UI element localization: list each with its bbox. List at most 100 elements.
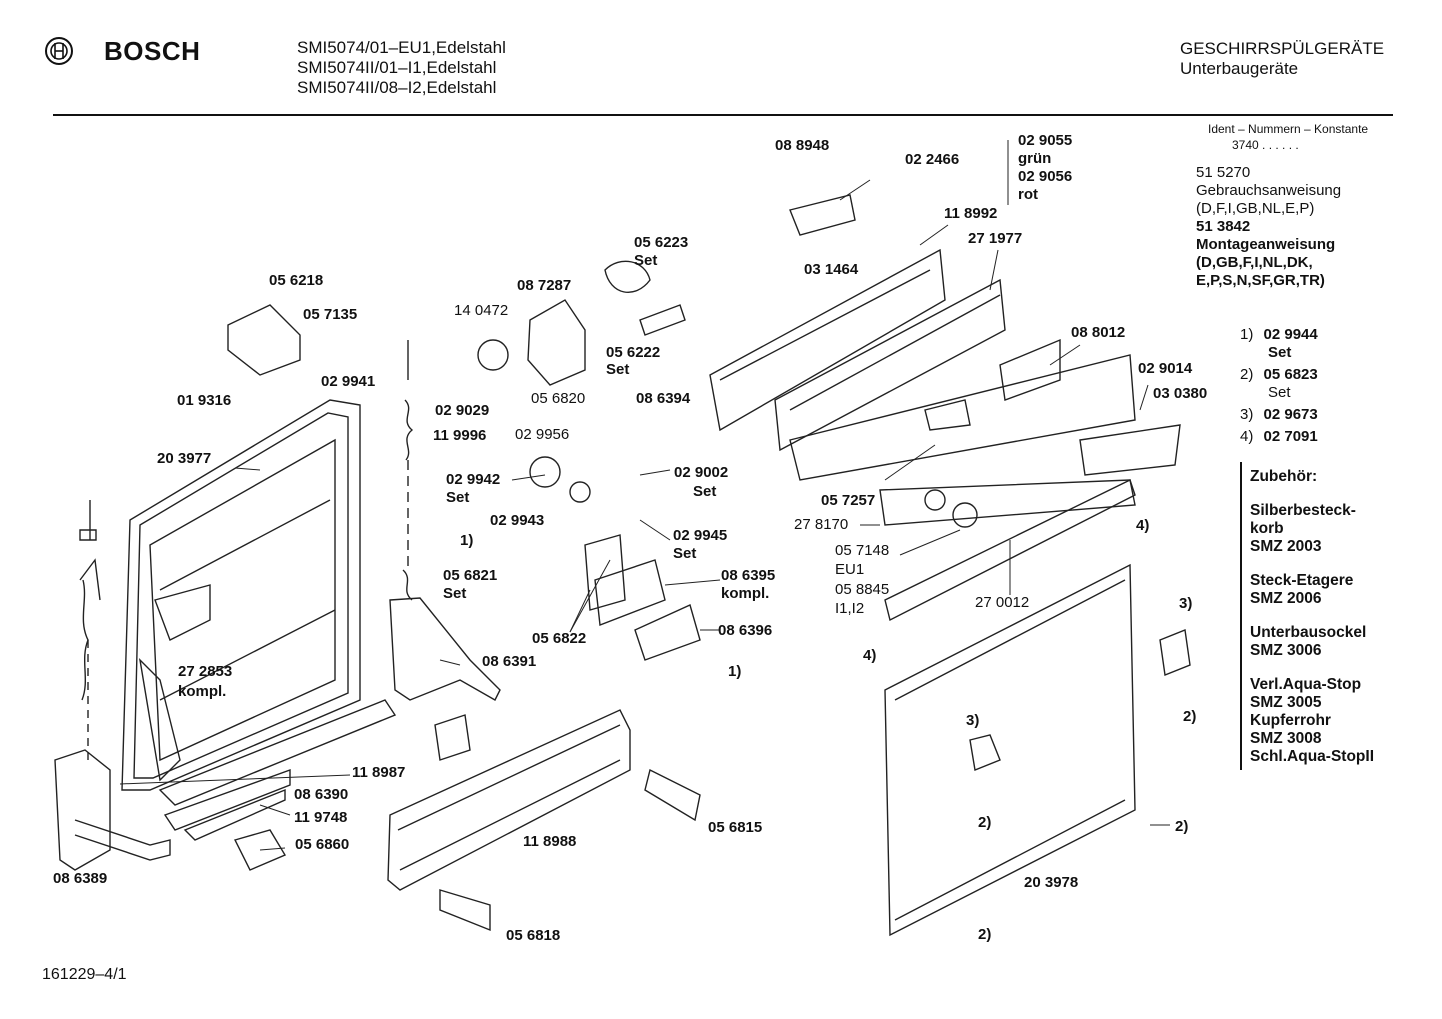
part-label: 02 9002 [674, 464, 729, 481]
part-label: 08 6390 [294, 786, 349, 803]
part-label: 02 9943 [490, 512, 545, 529]
part-label: 11 8992 [944, 205, 998, 222]
accessory-line: Schl.Aqua-StopII [1250, 748, 1374, 765]
part-label: 14 0472 [454, 302, 509, 319]
part-label: 11 9996 [433, 427, 487, 444]
part-label: Set [606, 361, 630, 378]
accessory-line: Steck-Etagere [1250, 572, 1354, 589]
part-label: Set [673, 545, 697, 562]
note-ref: 4) [863, 647, 877, 664]
part-label: Set [446, 489, 470, 506]
note-ref: 1) [460, 532, 474, 549]
part-label: 05 6821 [443, 567, 498, 584]
note-suffix: Set [1268, 344, 1292, 361]
doc-number: 51 3842 [1196, 218, 1251, 235]
note-ref: 2) [1183, 708, 1197, 725]
part-label: kompl. [721, 585, 770, 602]
note-item: 2) 05 6823 Set [1240, 366, 1318, 406]
control-panel [709, 194, 1181, 528]
note-suffix: Set [1268, 384, 1291, 401]
part-label: 05 6218 [269, 272, 324, 289]
doc-langs: E,P,S,N,SF,GR,TR) [1196, 272, 1325, 289]
document-list: 51 5270 Gebrauchsanweisung (D,F,I,GB,NL,… [1196, 164, 1341, 290]
model-list: SMI5074/01–EU1,Edelstahl SMI5074II/01–I1… [297, 38, 506, 98]
doc-name: Montageanweisung [1196, 236, 1336, 253]
brand-name: BOSCH [104, 36, 201, 66]
accessory-item: Steck-Etagere SMZ 2006 [1250, 572, 1374, 608]
dispenser-parts [477, 260, 701, 661]
part-label: 05 7135 [303, 306, 358, 323]
model-line: SMI5074/01–EU1,Edelstahl [297, 38, 506, 57]
note-part: 02 9673 [1263, 406, 1318, 423]
accessory-title: Zubehör: [1250, 468, 1318, 485]
note-number: 3) [1240, 406, 1254, 423]
doc-langs: (D,GB,F,I,NL,DK, [1196, 254, 1313, 271]
part-label: 20 3977 [157, 450, 212, 467]
note-ref: 1) [728, 663, 742, 680]
part-label: 27 0012 [975, 594, 1030, 611]
part-label: 02 9941 [321, 373, 376, 390]
accessory-line: Silberbesteck- [1250, 502, 1356, 519]
part-label: 08 6395 [721, 567, 776, 584]
part-label: 02 9942 [446, 471, 501, 488]
part-label: Set [634, 252, 658, 269]
part-label: 05 6223 [634, 234, 689, 251]
part-label: 05 6815 [708, 819, 763, 836]
springs [402, 340, 414, 601]
part-label: 05 6222 [606, 344, 661, 361]
part-label: 05 7148 [835, 542, 890, 559]
note-ref: 4) [1136, 517, 1150, 534]
part-label: kompl. [178, 683, 227, 700]
category: GESCHIRRSPÜLGERÄTE Unterbaugeräte [1180, 39, 1384, 79]
ident-title: Ident – Nummern – Konstante [1208, 122, 1369, 136]
accessory-item: Verl.Aqua-Stop SMZ 3005 Kupferrohr SMZ 3… [1250, 676, 1374, 766]
header-divider [53, 114, 1393, 116]
part-label: 27 8170 [794, 516, 849, 533]
outer-door-panel [884, 563, 1136, 937]
part-label: 11 8987 [352, 764, 406, 781]
part-label: 05 6820 [531, 390, 586, 407]
side-bracket [389, 597, 501, 701]
ident-block: Ident – Nummern – Konstante 3740 . . . .… [1208, 121, 1368, 153]
clip-056860 [233, 829, 287, 871]
part-label: rot [1018, 186, 1038, 203]
accessory-divider [1240, 462, 1242, 770]
note-item: 4) 02 7091 [1240, 428, 1318, 450]
note-part: 02 7091 [1263, 428, 1318, 445]
plinth-panel [387, 709, 631, 891]
drawing-code: 161229–4/1 [42, 966, 127, 983]
part-label: 08 7287 [517, 277, 572, 294]
note-ref: 3) [966, 712, 980, 729]
model-line: SMI5074II/01–I1,Edelstahl [297, 58, 497, 77]
bracket-upper-left [227, 304, 301, 376]
accessory-line: Kupferrohr [1250, 712, 1331, 729]
doc-langs: (D,F,I,GB,NL,E,P) [1196, 200, 1315, 217]
part-label: 02 9029 [435, 402, 490, 419]
part-label: 27 2853 [178, 663, 233, 680]
note-number: 1) [1240, 326, 1254, 343]
strip-056818 [439, 889, 491, 932]
note-ref: 3) [1179, 595, 1193, 612]
note-number: 2) [1240, 366, 1254, 383]
part-label: 08 6396 [718, 622, 773, 639]
part-label: 02 9055 [1018, 132, 1073, 149]
notes-list: 1) 02 9944 Set 2) 05 6823 Set 3) 02 9673… [1240, 326, 1318, 450]
part-label: 08 8948 [775, 137, 830, 154]
left-hinge [54, 500, 171, 871]
bosch-logo-icon [45, 37, 73, 65]
part-label: 05 6818 [506, 927, 561, 944]
part-label: 08 6394 [636, 390, 691, 407]
note-ref: 2) [978, 814, 992, 831]
note-ref: 2) [1175, 818, 1189, 835]
part-label: 11 9748 [294, 809, 348, 826]
ident-value: 3740 . . . . . . [1232, 138, 1299, 152]
accessory-line: SMZ 3006 [1250, 642, 1322, 659]
note-item: 3) 02 9673 [1240, 406, 1318, 428]
note-item: 1) 02 9944 Set [1240, 326, 1318, 366]
door-inner-frame [121, 399, 361, 791]
doc-number: 51 5270 [1196, 164, 1251, 181]
part-label: 03 0380 [1153, 385, 1208, 402]
accessory-item: Silberbesteck- korb SMZ 2003 [1250, 502, 1374, 556]
part-label: 11 8988 [523, 833, 577, 850]
